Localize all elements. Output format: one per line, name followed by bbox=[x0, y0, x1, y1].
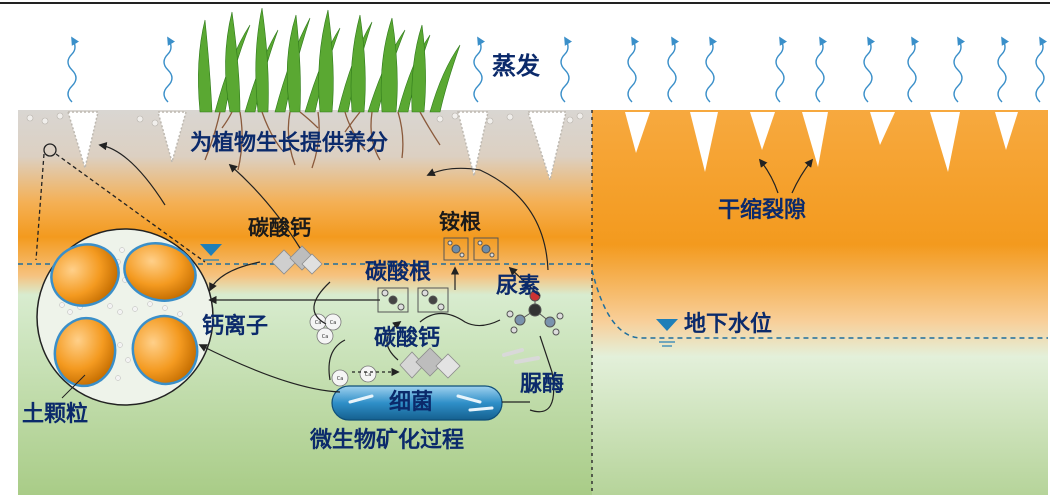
zoom-dashed-lines bbox=[35, 143, 206, 263]
ion-symbol: Ca bbox=[337, 376, 344, 382]
calcite-crystals-mid bbox=[399, 347, 461, 379]
left-cracks bbox=[66, 111, 567, 183]
label-urea: 尿素 bbox=[496, 274, 541, 299]
bacterium bbox=[331, 385, 503, 421]
ammonium-molecules bbox=[443, 237, 499, 261]
water-table-symbol-left bbox=[200, 244, 222, 261]
ion-symbol: Ca bbox=[315, 320, 322, 326]
grass-plant bbox=[198, 7, 461, 113]
label-nutrients: 为植物生长提供养分 bbox=[190, 131, 389, 156]
process-arrows bbox=[98, 141, 555, 413]
evaporation-arrows bbox=[67, 36, 1048, 103]
label-calcium-carbonate-mid: 碳酸钙 bbox=[374, 326, 441, 351]
water-table-line-right bbox=[591, 269, 1048, 339]
crack-arrow-right bbox=[791, 158, 814, 194]
ion-symbol: Ca bbox=[322, 334, 329, 340]
label-ammonium: 铵根 bbox=[439, 210, 481, 234]
label-calcium-ion: 钙离子 bbox=[202, 314, 269, 339]
right-cracks bbox=[625, 112, 1018, 172]
ion-labels: Ca Ca Ca Ca Ca bbox=[315, 320, 372, 382]
calcite-crystals-top bbox=[271, 245, 323, 275]
label-evaporation: 蒸发 bbox=[492, 52, 540, 80]
label-bacteria: 细菌 bbox=[389, 390, 434, 415]
crack-arrow-left bbox=[758, 158, 779, 194]
label-shrink-cracks: 干缩裂隙 bbox=[718, 198, 807, 223]
label-water-table: 地下水位 bbox=[684, 312, 773, 337]
water-table-symbol-right bbox=[656, 319, 678, 347]
label-process: 微生物矿化过程 bbox=[310, 428, 465, 453]
ion-symbol: Ca bbox=[330, 320, 337, 326]
ion-symbol: Ca bbox=[365, 372, 372, 378]
calcium-ions bbox=[309, 313, 377, 387]
label-urease: 脲酶 bbox=[520, 372, 565, 397]
carbonate-molecules bbox=[377, 287, 449, 313]
right-soil-column bbox=[592, 110, 1048, 495]
soil-particle-zoom bbox=[36, 228, 214, 406]
urease-enzymes bbox=[502, 348, 540, 364]
label-carbonate: 碳酸根 bbox=[365, 260, 432, 285]
urea-molecule bbox=[506, 290, 564, 336]
soil-particle-pointer bbox=[61, 374, 86, 399]
plant-roots bbox=[204, 111, 441, 171]
label-soil-particle: 土颗粒 bbox=[22, 402, 89, 427]
label-calcium-carbonate-top: 碳酸钙 bbox=[248, 216, 311, 240]
